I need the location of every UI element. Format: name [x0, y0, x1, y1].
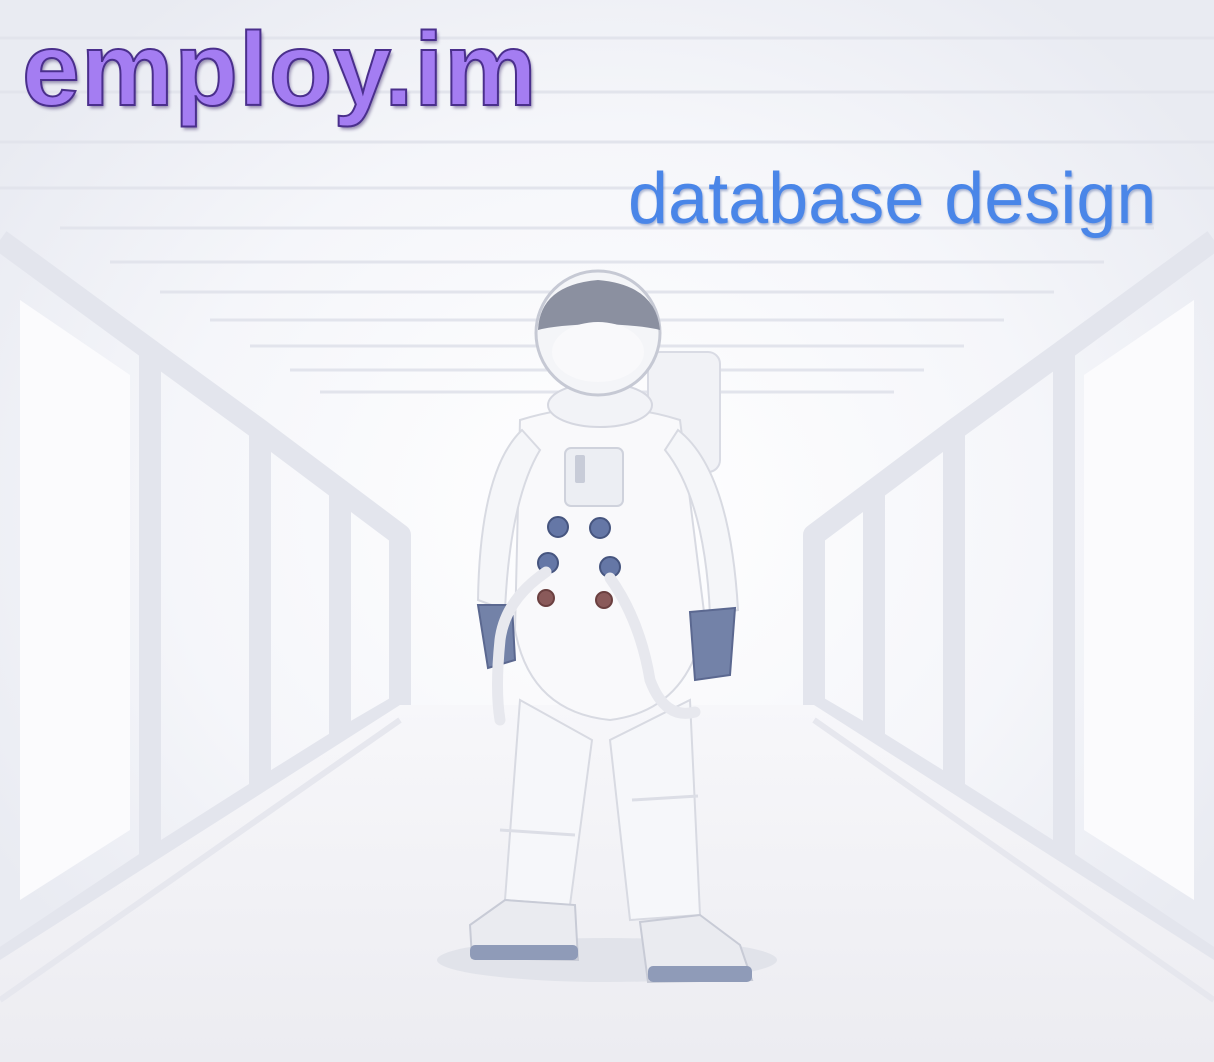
brand-logo: employ.im [21, 12, 538, 128]
tagline-text: database design [628, 159, 1157, 239]
